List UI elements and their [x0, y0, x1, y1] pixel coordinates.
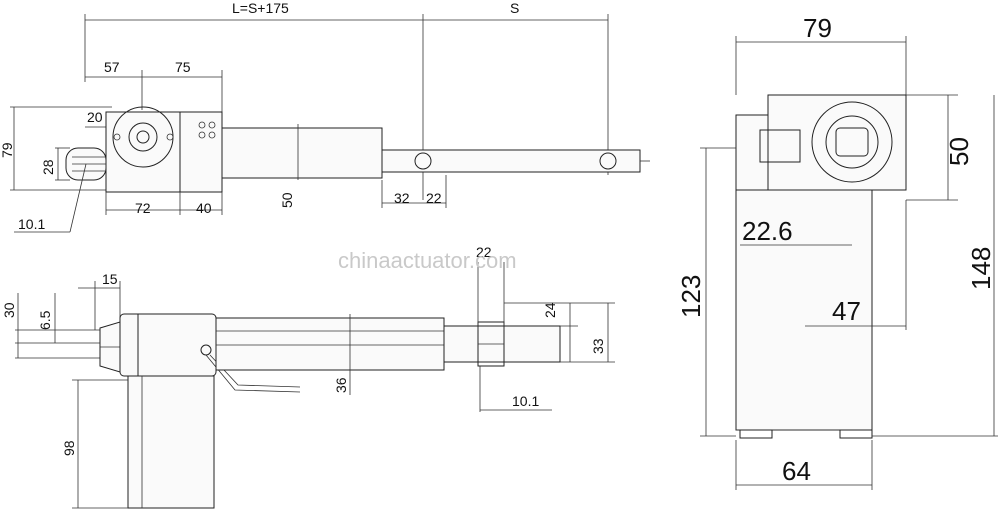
dim-50-top: 50 [279, 192, 295, 208]
dim-36: 36 [333, 377, 349, 393]
dim-22-side: 22 [476, 244, 492, 260]
dim-98: 98 [61, 440, 77, 456]
top-view: L=S+175 S 57 75 79 28 20 [0, 0, 650, 233]
dim-72: 72 [135, 200, 151, 216]
dim-148: 148 [966, 247, 996, 290]
watermark: chinaactuator.com [338, 248, 517, 273]
dim-32: 32 [394, 190, 410, 206]
dim-64: 64 [782, 456, 811, 486]
dim-79-end: 79 [803, 13, 832, 43]
dim-47: 47 [832, 296, 861, 326]
dim-28: 28 [40, 159, 56, 175]
dim-50-end: 50 [944, 137, 974, 166]
dim-123: 123 [676, 275, 706, 318]
dim-22-top: 22 [426, 190, 442, 206]
side-view: 15 30 6.5 22 [1, 244, 615, 509]
dim-33: 33 [590, 338, 606, 354]
dim-10-1-top: 10.1 [18, 216, 45, 232]
dim-overall-length: L=S+175 [232, 0, 289, 16]
dim-75: 75 [175, 59, 191, 75]
dim-6-5: 6.5 [37, 310, 53, 330]
dim-20: 20 [87, 109, 103, 125]
dim-40: 40 [196, 200, 212, 216]
end-view: 79 50 22.6 47 123 148 [676, 13, 998, 490]
dim-57: 57 [104, 59, 120, 75]
dim-22-6: 22.6 [742, 216, 793, 246]
dim-stroke: S [510, 0, 519, 16]
dim-24: 24 [542, 302, 558, 318]
dim-30: 30 [1, 302, 17, 318]
dim-15: 15 [102, 271, 118, 287]
dim-10-1-side: 10.1 [512, 393, 539, 409]
dim-79-left: 79 [0, 142, 15, 158]
